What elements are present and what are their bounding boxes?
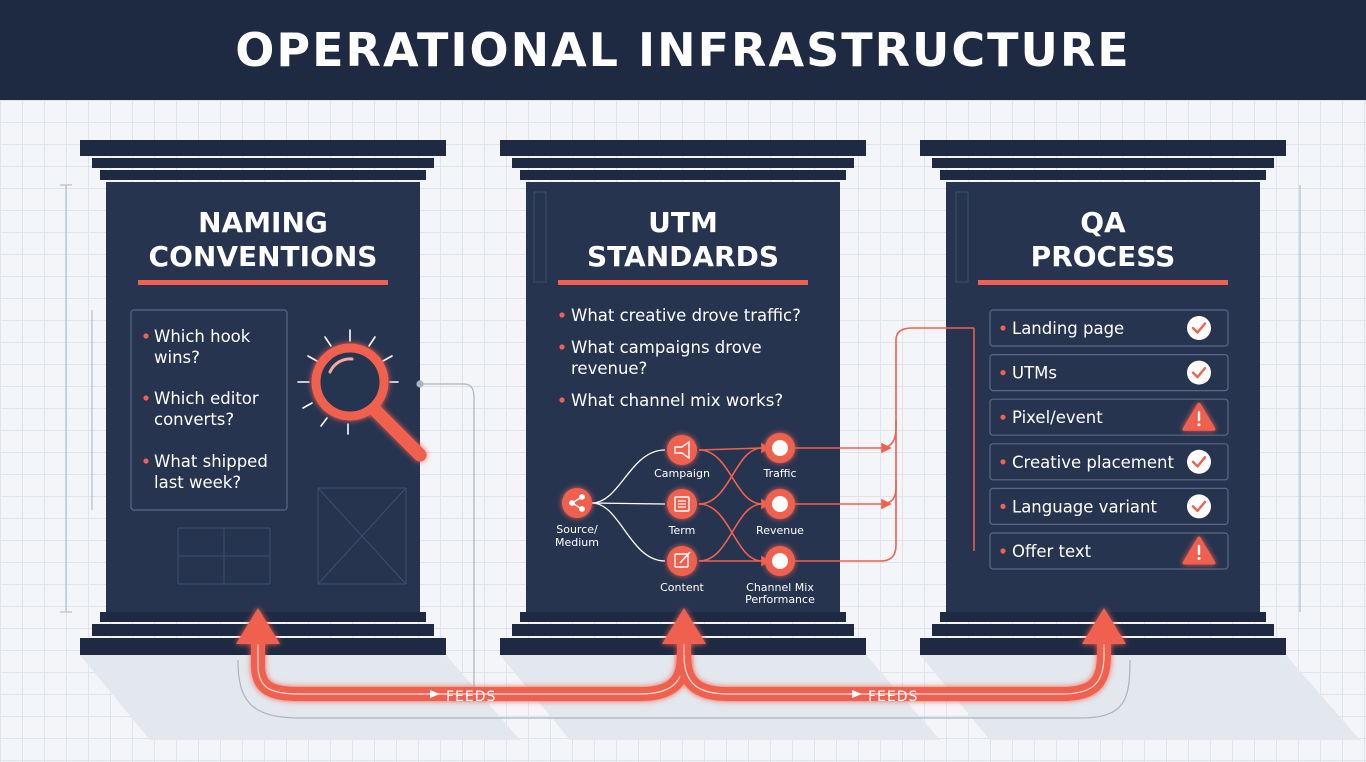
bullet-text: Which editor bbox=[154, 389, 259, 408]
bullet-text: What channel mix works? bbox=[571, 391, 783, 410]
qa-checklist-item: Pixel/event bbox=[989, 398, 1229, 436]
share-icon bbox=[562, 488, 592, 518]
pillar-qa-process: QA PROCESS Landing pageUTMsPixel/eventCr… bbox=[920, 140, 1301, 655]
pillar-title-line: QA bbox=[1080, 206, 1126, 239]
check-icon bbox=[1187, 494, 1211, 519]
flow-node-label: Source/ bbox=[556, 523, 598, 536]
pillar-shadow bbox=[920, 655, 1360, 740]
qa-item-label: UTMs bbox=[1012, 364, 1057, 383]
up-arrow-icon bbox=[662, 608, 706, 644]
pillar-title-line: STANDARDS bbox=[587, 240, 779, 273]
title-underline bbox=[558, 280, 808, 285]
flow-node-label: Revenue bbox=[756, 524, 804, 537]
bullet-text: What shipped bbox=[154, 452, 268, 471]
check-icon bbox=[1187, 449, 1211, 474]
qa-checklist-item: Creative placement bbox=[989, 443, 1229, 481]
qa-item-label: Creative placement bbox=[1012, 453, 1174, 472]
flow-node-label: Traffic bbox=[762, 467, 796, 480]
title-underline bbox=[138, 280, 388, 285]
flow-node-label: Medium bbox=[555, 536, 599, 549]
bullet-text: What creative drove traffic? bbox=[571, 306, 801, 325]
check-icon bbox=[1187, 316, 1211, 340]
pillar-utm-standards: UTM STANDARDS What creative drove traffi… bbox=[500, 140, 866, 655]
flow-node-label: Channel Mix bbox=[746, 581, 814, 594]
flow-node-label: Term bbox=[668, 524, 696, 537]
magnifying-glass-icon bbox=[297, 329, 427, 462]
flow-connectors bbox=[591, 449, 666, 562]
feeds-label: FEEDS bbox=[868, 689, 918, 705]
bullet-text: revenue? bbox=[571, 359, 647, 378]
questions-box bbox=[130, 309, 288, 511]
qa-checklist-item: Offer text bbox=[989, 532, 1229, 570]
qa-item-label: Language variant bbox=[1012, 497, 1157, 516]
bullet-text: Which hook bbox=[154, 327, 251, 346]
qa-item-label: Offer text bbox=[1012, 542, 1092, 561]
megaphone-icon bbox=[667, 435, 697, 465]
qa-checklist-item: Landing page bbox=[989, 309, 1229, 347]
up-arrow-icon bbox=[236, 608, 280, 644]
up-arrow-icon bbox=[1082, 608, 1126, 644]
qa-item-label: Landing page bbox=[1012, 319, 1124, 338]
qa-checklist-item: Language variant bbox=[989, 487, 1229, 525]
bullet-text: What campaigns drove bbox=[571, 338, 762, 357]
page-title: OPERATIONAL INFRASTRUCTURE bbox=[235, 23, 1131, 77]
reference-connector bbox=[237, 380, 1131, 719]
pillar-title-line: PROCESS bbox=[1031, 240, 1176, 273]
qa-item-label: Pixel/event bbox=[1012, 408, 1103, 427]
feeds-arrows: FEEDS FEEDS bbox=[236, 608, 1126, 705]
title-underline bbox=[978, 280, 1228, 285]
pillar-title-line: CONVENTIONS bbox=[149, 240, 378, 273]
check-icon bbox=[1187, 360, 1211, 385]
flow-node-label: Campaign bbox=[654, 467, 710, 480]
qa-checklist-item: UTMs bbox=[989, 354, 1229, 392]
bullet-text: wins? bbox=[154, 348, 200, 367]
pillar-naming-conventions: NAMING CONVENTIONS Which hook wins? Whic… bbox=[60, 140, 446, 655]
pillar-title-line: UTM bbox=[648, 206, 718, 239]
utm-to-qa-connector bbox=[795, 327, 974, 562]
flow-connectors-accent bbox=[698, 442, 770, 567]
warning-icon bbox=[1182, 536, 1216, 565]
bullet-text: converts? bbox=[154, 410, 234, 429]
flow-node-label: Performance bbox=[745, 593, 815, 606]
flow-node-label: Content bbox=[660, 581, 704, 594]
header-bar: OPERATIONAL INFRASTRUCTURE bbox=[0, 0, 1366, 100]
warning-icon bbox=[1182, 402, 1216, 431]
pillar-title-line: NAMING bbox=[198, 206, 328, 239]
feeds-label: FEEDS bbox=[446, 689, 496, 705]
bullet-text: last week? bbox=[154, 473, 241, 492]
